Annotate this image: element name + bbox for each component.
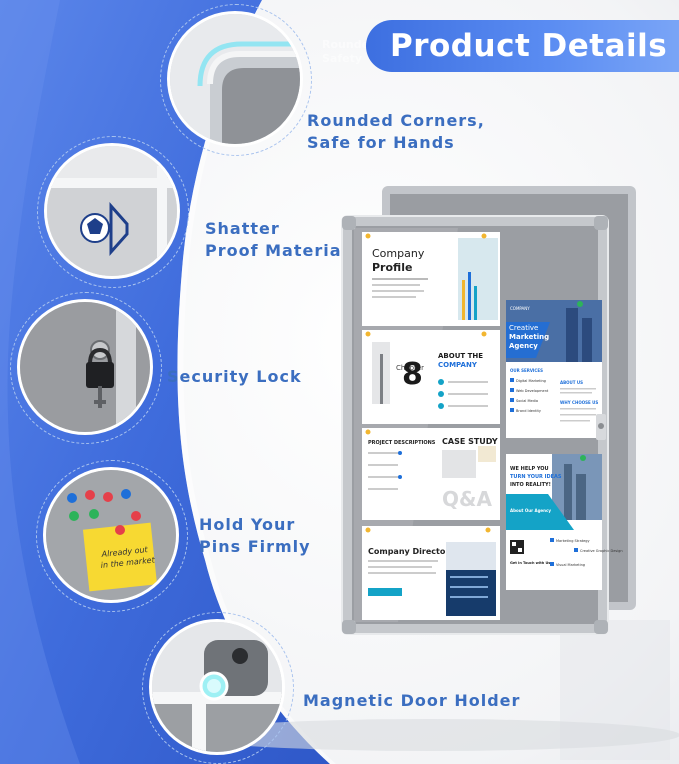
page-title: Product Details bbox=[366, 20, 679, 72]
poster-item: Web Development bbox=[516, 389, 549, 393]
poster-cta: Get in Touch with Us bbox=[510, 561, 550, 565]
poster-heading: Company Director bbox=[368, 547, 449, 556]
poster-line: Creative bbox=[509, 324, 538, 332]
poster-why: WHY CHOOSE US bbox=[560, 400, 598, 405]
feature-label-line: Magnetic Door Holder bbox=[303, 691, 521, 710]
rounded-corner-icon bbox=[170, 14, 300, 144]
pin bbox=[481, 233, 487, 239]
poster-company-director: Company Director bbox=[362, 526, 500, 620]
magnet-icon bbox=[152, 622, 282, 752]
poster-line: TURN YOUR IDEAS bbox=[510, 474, 562, 480]
shatter-proof-icon bbox=[47, 146, 177, 276]
poster-item: Social Media bbox=[516, 399, 538, 403]
notice-board-illustration: Company Profile Chapter 8 ABOUT THE COM bbox=[338, 182, 638, 638]
faded-caption-line: Safety bbox=[322, 52, 363, 65]
poster-big-text: Q&A bbox=[442, 487, 492, 511]
feature-label-line: Shatter bbox=[205, 219, 280, 238]
feature-label-line: Security Lock bbox=[167, 367, 302, 386]
feature-label-magnetic-holder: Magnetic Door Holder bbox=[303, 690, 520, 712]
feature-label-hold-pins: Hold Your Pins Firmly bbox=[199, 514, 311, 558]
feature-label-line: Rounded Corners, bbox=[307, 111, 485, 130]
poster-line: Marketing bbox=[509, 333, 549, 341]
feature-ring bbox=[160, 4, 312, 156]
poster-heading-accent: COMPANY bbox=[438, 361, 478, 369]
feature-ring bbox=[37, 136, 189, 288]
pin bbox=[365, 233, 371, 239]
board-lock bbox=[596, 414, 606, 440]
poster-line: Agency bbox=[509, 342, 538, 350]
feature-label-line: Proof Material bbox=[205, 241, 349, 260]
poster-small: COMPANY bbox=[510, 306, 530, 311]
feature-ring bbox=[36, 460, 188, 612]
feature-ring bbox=[10, 292, 162, 444]
poster-title-bold: Profile bbox=[372, 261, 412, 274]
poster-about: About Our Agency bbox=[510, 508, 551, 513]
poster-heading: CASE STUDY bbox=[442, 437, 498, 446]
poster-item: Marketing Strategy bbox=[556, 539, 590, 543]
feature-label-line: Pins Firmly bbox=[199, 537, 311, 556]
feature-label-shatter-proof: Shatter Proof Material bbox=[205, 218, 348, 262]
lock-icon bbox=[20, 302, 150, 432]
poster-line: WE HELP YOU bbox=[510, 466, 549, 472]
poster-about: ABOUT US bbox=[560, 380, 583, 385]
feature-label-line: Hold Your bbox=[199, 515, 296, 534]
poster-chapter-number: 8 bbox=[402, 357, 423, 392]
pin bbox=[365, 527, 371, 533]
faded-caption-line: Rounded bbox=[322, 38, 377, 51]
pin bbox=[485, 527, 491, 533]
poster-item: Brand Identity bbox=[516, 409, 541, 413]
poster-turn-ideas: WE HELP YOU TURN YOUR IDEAS INTO REALITY… bbox=[506, 454, 623, 590]
poster-case-study: PROJECT DESCRIPTIONS CASE STUDY Q&A bbox=[362, 428, 500, 520]
feature-label-rounded-corners: Rounded Corners, Safe for Hands bbox=[307, 110, 485, 154]
poster-company-profile: Company Profile bbox=[362, 232, 500, 326]
pin bbox=[481, 331, 487, 337]
poster-creative-marketing: COMPANY Creative Marketing Agency OUR SE… bbox=[506, 300, 602, 438]
poster-item: Creative Graphic Design bbox=[580, 549, 623, 553]
pin bbox=[365, 429, 371, 435]
poster-project: PROJECT DESCRIPTIONS bbox=[368, 440, 436, 446]
faded-caption: Rounded Safety bbox=[322, 38, 377, 66]
poster-title: Company bbox=[372, 247, 425, 260]
poster-about-company: Chapter 8 ABOUT THE COMPANY bbox=[362, 330, 500, 424]
poster-heading: ABOUT THE bbox=[438, 352, 483, 360]
poster-chapter-label: Chapter bbox=[396, 364, 424, 372]
poster-item: Digital Marketing bbox=[516, 379, 546, 383]
feature-label-line: Safe for Hands bbox=[307, 133, 455, 152]
poster-line: INTO REALITY! bbox=[510, 482, 551, 488]
pin bbox=[365, 331, 371, 337]
feature-label-security-lock: Security Lock bbox=[167, 366, 302, 388]
push-pin-icon: Already out in the market bbox=[46, 470, 176, 600]
poster-item: Visual Marketing bbox=[556, 563, 585, 567]
poster-services: OUR SERVICES bbox=[510, 368, 543, 373]
